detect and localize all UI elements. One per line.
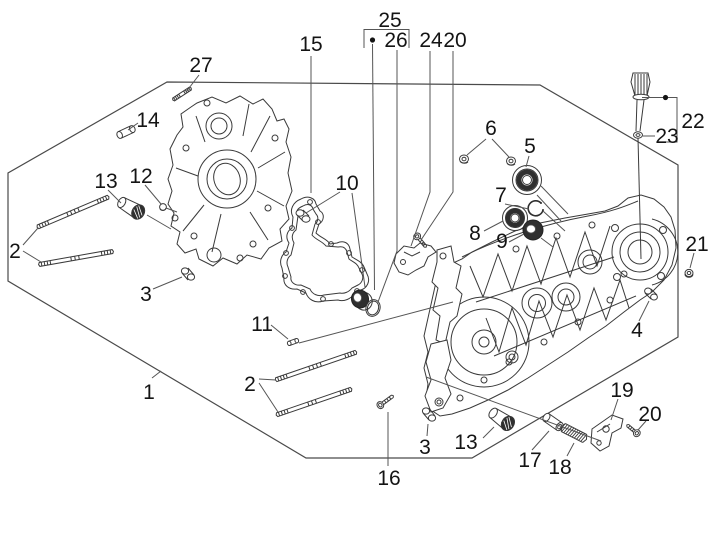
mount-bushing [488,407,515,431]
nut [684,268,694,278]
stud-bolt [275,386,353,418]
callout-label-19-21: 19 [610,379,633,402]
oil-seal [522,219,544,241]
ball-bearing [512,165,542,195]
stud-bolt [36,194,110,230]
left-crankcase-half [167,95,293,267]
ball-bearing [502,205,528,231]
callout-label-7-8: 7 [495,184,507,207]
callout-label-16-18: 16 [377,467,400,490]
callout-label-22-25: 22 [681,110,704,133]
callout-label-13-15: 13 [454,431,477,454]
small-stud [172,86,192,102]
callout-label-24-27: 24 [419,29,443,52]
stud-bolt [38,249,114,267]
callout-label-20-23: 20 [638,403,661,426]
dowel-pin [286,337,300,347]
callout-label-5-6: 5 [524,135,536,158]
callout-label-3-3: 3 [140,283,152,306]
callout-label-26-29: 26 [384,29,407,52]
circlip [527,200,544,217]
callout-label-18-20: 18 [548,456,571,479]
callout-label-13-14: 13 [94,170,117,193]
mount-bushing [117,196,146,220]
bracket-screw [626,423,641,438]
leader-lines [22,43,695,466]
right-crankcase-half [423,194,679,417]
o-ring [365,299,381,317]
plug [180,267,196,281]
callout-label-17-19: 17 [518,449,541,472]
coil-spring [558,423,588,443]
callout-label-2-1: 2 [9,240,21,263]
plug [644,287,658,301]
spacer-bushing [116,125,136,139]
callout-label-8-9: 8 [469,222,481,245]
flange-screw [376,394,394,410]
callout-label-12-13: 12 [129,165,152,188]
callout-label-15-17: 15 [299,33,322,56]
bracket-25-26 [363,29,410,48]
oil-baffle-plate [393,242,437,276]
callout-label-4-5: 4 [631,319,643,342]
diagram-outline-border [7,81,679,459]
plug [421,407,437,422]
stud-bolt [274,349,358,383]
nut [506,156,516,166]
bracket-22-23 [642,94,678,143]
steel-ball [159,203,167,211]
callout-dot-25 [369,37,376,43]
callout-label-25-28: 25 [378,9,401,32]
selector-bracket [590,414,624,452]
callout-label-23-26: 23 [655,125,678,148]
callout-dot-22 [662,94,669,101]
crank-seal [350,289,373,311]
crankcase-gasket [280,196,370,303]
callout-label-20-22: 20 [443,29,466,52]
callout-label-14-16: 14 [136,109,160,132]
dowel-bushing [295,209,311,223]
callout-label-9-10: 9 [496,230,508,253]
nut [459,154,469,164]
callout-label-3-4: 3 [419,436,431,459]
callout-label-2-2: 2 [244,373,256,396]
callout-label-11-12: 11 [251,313,273,336]
callout-label-10-11: 10 [335,172,358,195]
callout-label-21-24: 21 [685,233,708,256]
callout-label-6-7: 6 [485,117,497,140]
callout-label-1-0: 1 [143,381,155,404]
callout-label-27-30: 27 [189,54,212,77]
